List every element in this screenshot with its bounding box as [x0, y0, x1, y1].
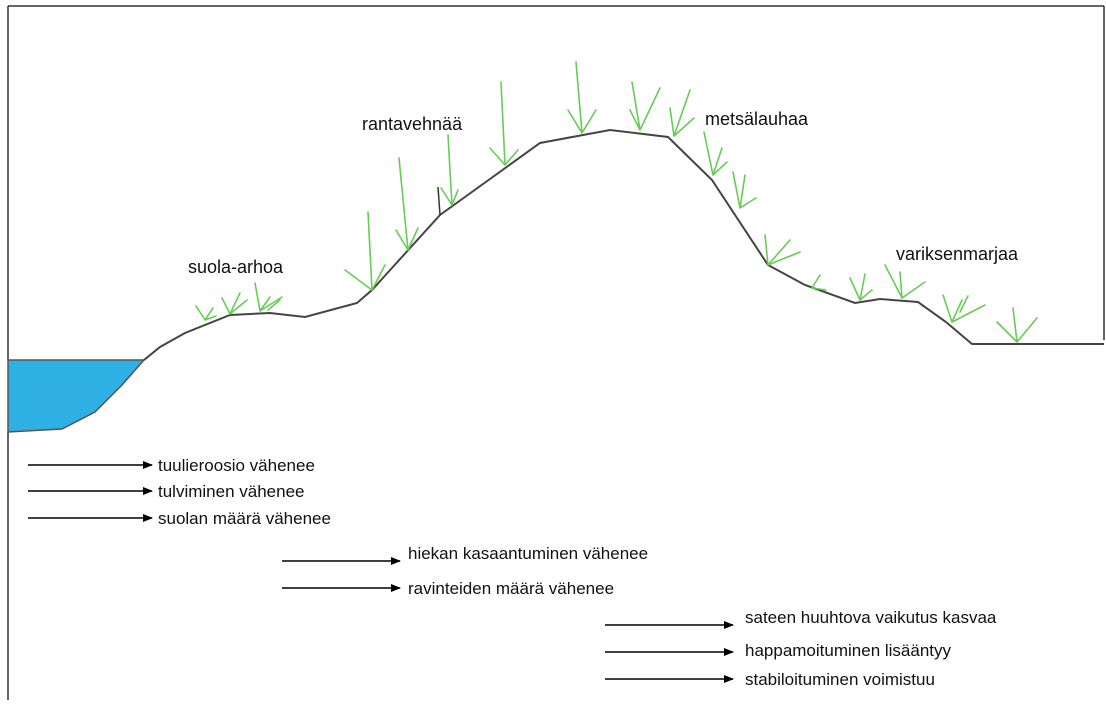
plant-sprout — [568, 62, 596, 133]
plant-sprout — [630, 82, 660, 130]
plant-sprout — [196, 306, 216, 320]
plant-sprout — [885, 265, 925, 298]
plant-sprout — [850, 274, 872, 300]
plant-sprout — [997, 308, 1037, 342]
arrow-label-happamoituminen: happamoituminen lisääntyy — [745, 641, 952, 660]
arrow-label-stabiloituminen: stabiloituminen voimistuu — [745, 670, 935, 689]
label-suola-arhoa: suola-arhoa — [188, 257, 284, 277]
plant-sprout — [765, 235, 800, 265]
plant-sprout — [812, 275, 826, 290]
plant-sprout — [733, 172, 756, 208]
plant-sprout — [704, 132, 727, 175]
plant-sprout — [222, 293, 247, 314]
arrow-label-suolan-maara: suolan määrä vähenee — [158, 509, 331, 528]
label-variksenmarjaa: variksenmarjaa — [896, 244, 1019, 264]
arrow-label-tuulieroosio: tuulieroosio vähenee — [158, 456, 315, 475]
water-area — [8, 360, 144, 432]
plant-sprout — [960, 296, 968, 312]
plant-sprout — [345, 212, 385, 290]
plant-sprout — [670, 90, 694, 136]
plant-sprout — [943, 295, 985, 322]
arrow-label-sateen-huuhtova: sateen huuhtova vaikutus kasvaa — [745, 608, 997, 627]
arrow-label-ravinteiden-maara: ravinteiden määrä vähenee — [408, 579, 614, 598]
ground-tick — [438, 187, 440, 215]
label-rantavehnaa: rantavehnää — [362, 114, 463, 134]
plant-sprouts — [196, 62, 1037, 342]
plant-sprout — [255, 283, 282, 311]
plant-sprout — [396, 158, 418, 250]
arrow-label-tulviminen: tulviminen vähenee — [158, 482, 304, 501]
plant-sprout — [441, 135, 458, 205]
arrow-label-hiekan-kasaantuminen: hiekan kasaantuminen vähenee — [408, 544, 648, 563]
label-metsalauhaa: metsälauhaa — [705, 109, 809, 129]
plant-sprout — [490, 82, 518, 165]
